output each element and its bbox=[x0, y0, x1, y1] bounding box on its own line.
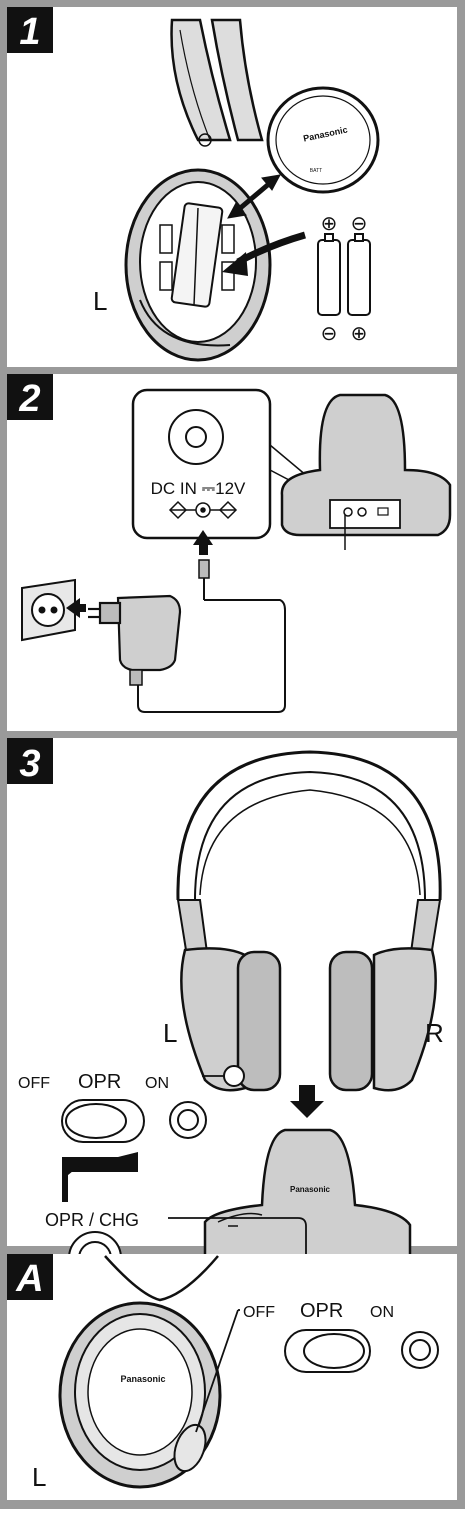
battery-cover: Panasonic BATT bbox=[268, 88, 378, 192]
panel-a-switch-on-label: ON bbox=[370, 1304, 394, 1321]
panel-3-number: 3 bbox=[19, 743, 40, 785]
panel-3-switch-opr-label: OPR bbox=[78, 1071, 121, 1093]
panel-a-side-label: L bbox=[32, 1462, 46, 1492]
panel-1-number: 1 bbox=[19, 11, 40, 53]
panel-a-switch-opr-label: OPR bbox=[300, 1300, 343, 1322]
panel-2-number: 2 bbox=[18, 378, 40, 420]
panel-3-right-label: R bbox=[425, 1018, 444, 1048]
panel-2: 2 DC IN ⎓12V bbox=[7, 374, 457, 731]
power-slider-switch bbox=[62, 1100, 206, 1142]
battery-polarity-bottom-left: ⊖ bbox=[321, 323, 338, 345]
panel-a-switch-off-label: OFF bbox=[243, 1304, 275, 1321]
panel-3: 3 L R OFF OPR ON bbox=[7, 738, 457, 1284]
earcup-brand: Panasonic bbox=[120, 1374, 165, 1384]
panel-a: A Panasonic L OFF OPR ON bbox=[7, 1254, 457, 1500]
panel-3-switch-on-label: ON bbox=[145, 1075, 169, 1092]
battery-polarity-bottom-right: ⊕ bbox=[351, 323, 368, 345]
panel-3-switch-off-label: OFF bbox=[18, 1075, 50, 1092]
wall-socket-icon bbox=[22, 580, 75, 640]
battery-polarity-top-left: ⊕ bbox=[321, 213, 338, 235]
panel-1: 1 L Panasonic BATT bbox=[7, 7, 457, 367]
charge-indicator-label: OPR / CHG bbox=[45, 1210, 139, 1230]
panel-1-side-label: L bbox=[93, 286, 107, 316]
charging-base-brand: Panasonic bbox=[290, 1185, 331, 1194]
panel-3-left-label: L bbox=[163, 1018, 177, 1048]
panel-a-number: A bbox=[15, 1258, 43, 1300]
battery-polarity-top-right: ⊖ bbox=[351, 213, 368, 235]
panel-a-power-switch bbox=[285, 1330, 438, 1372]
battery-cover-marking: BATT bbox=[310, 168, 322, 174]
dc-in-label: DC IN ⎓12V bbox=[151, 479, 246, 498]
